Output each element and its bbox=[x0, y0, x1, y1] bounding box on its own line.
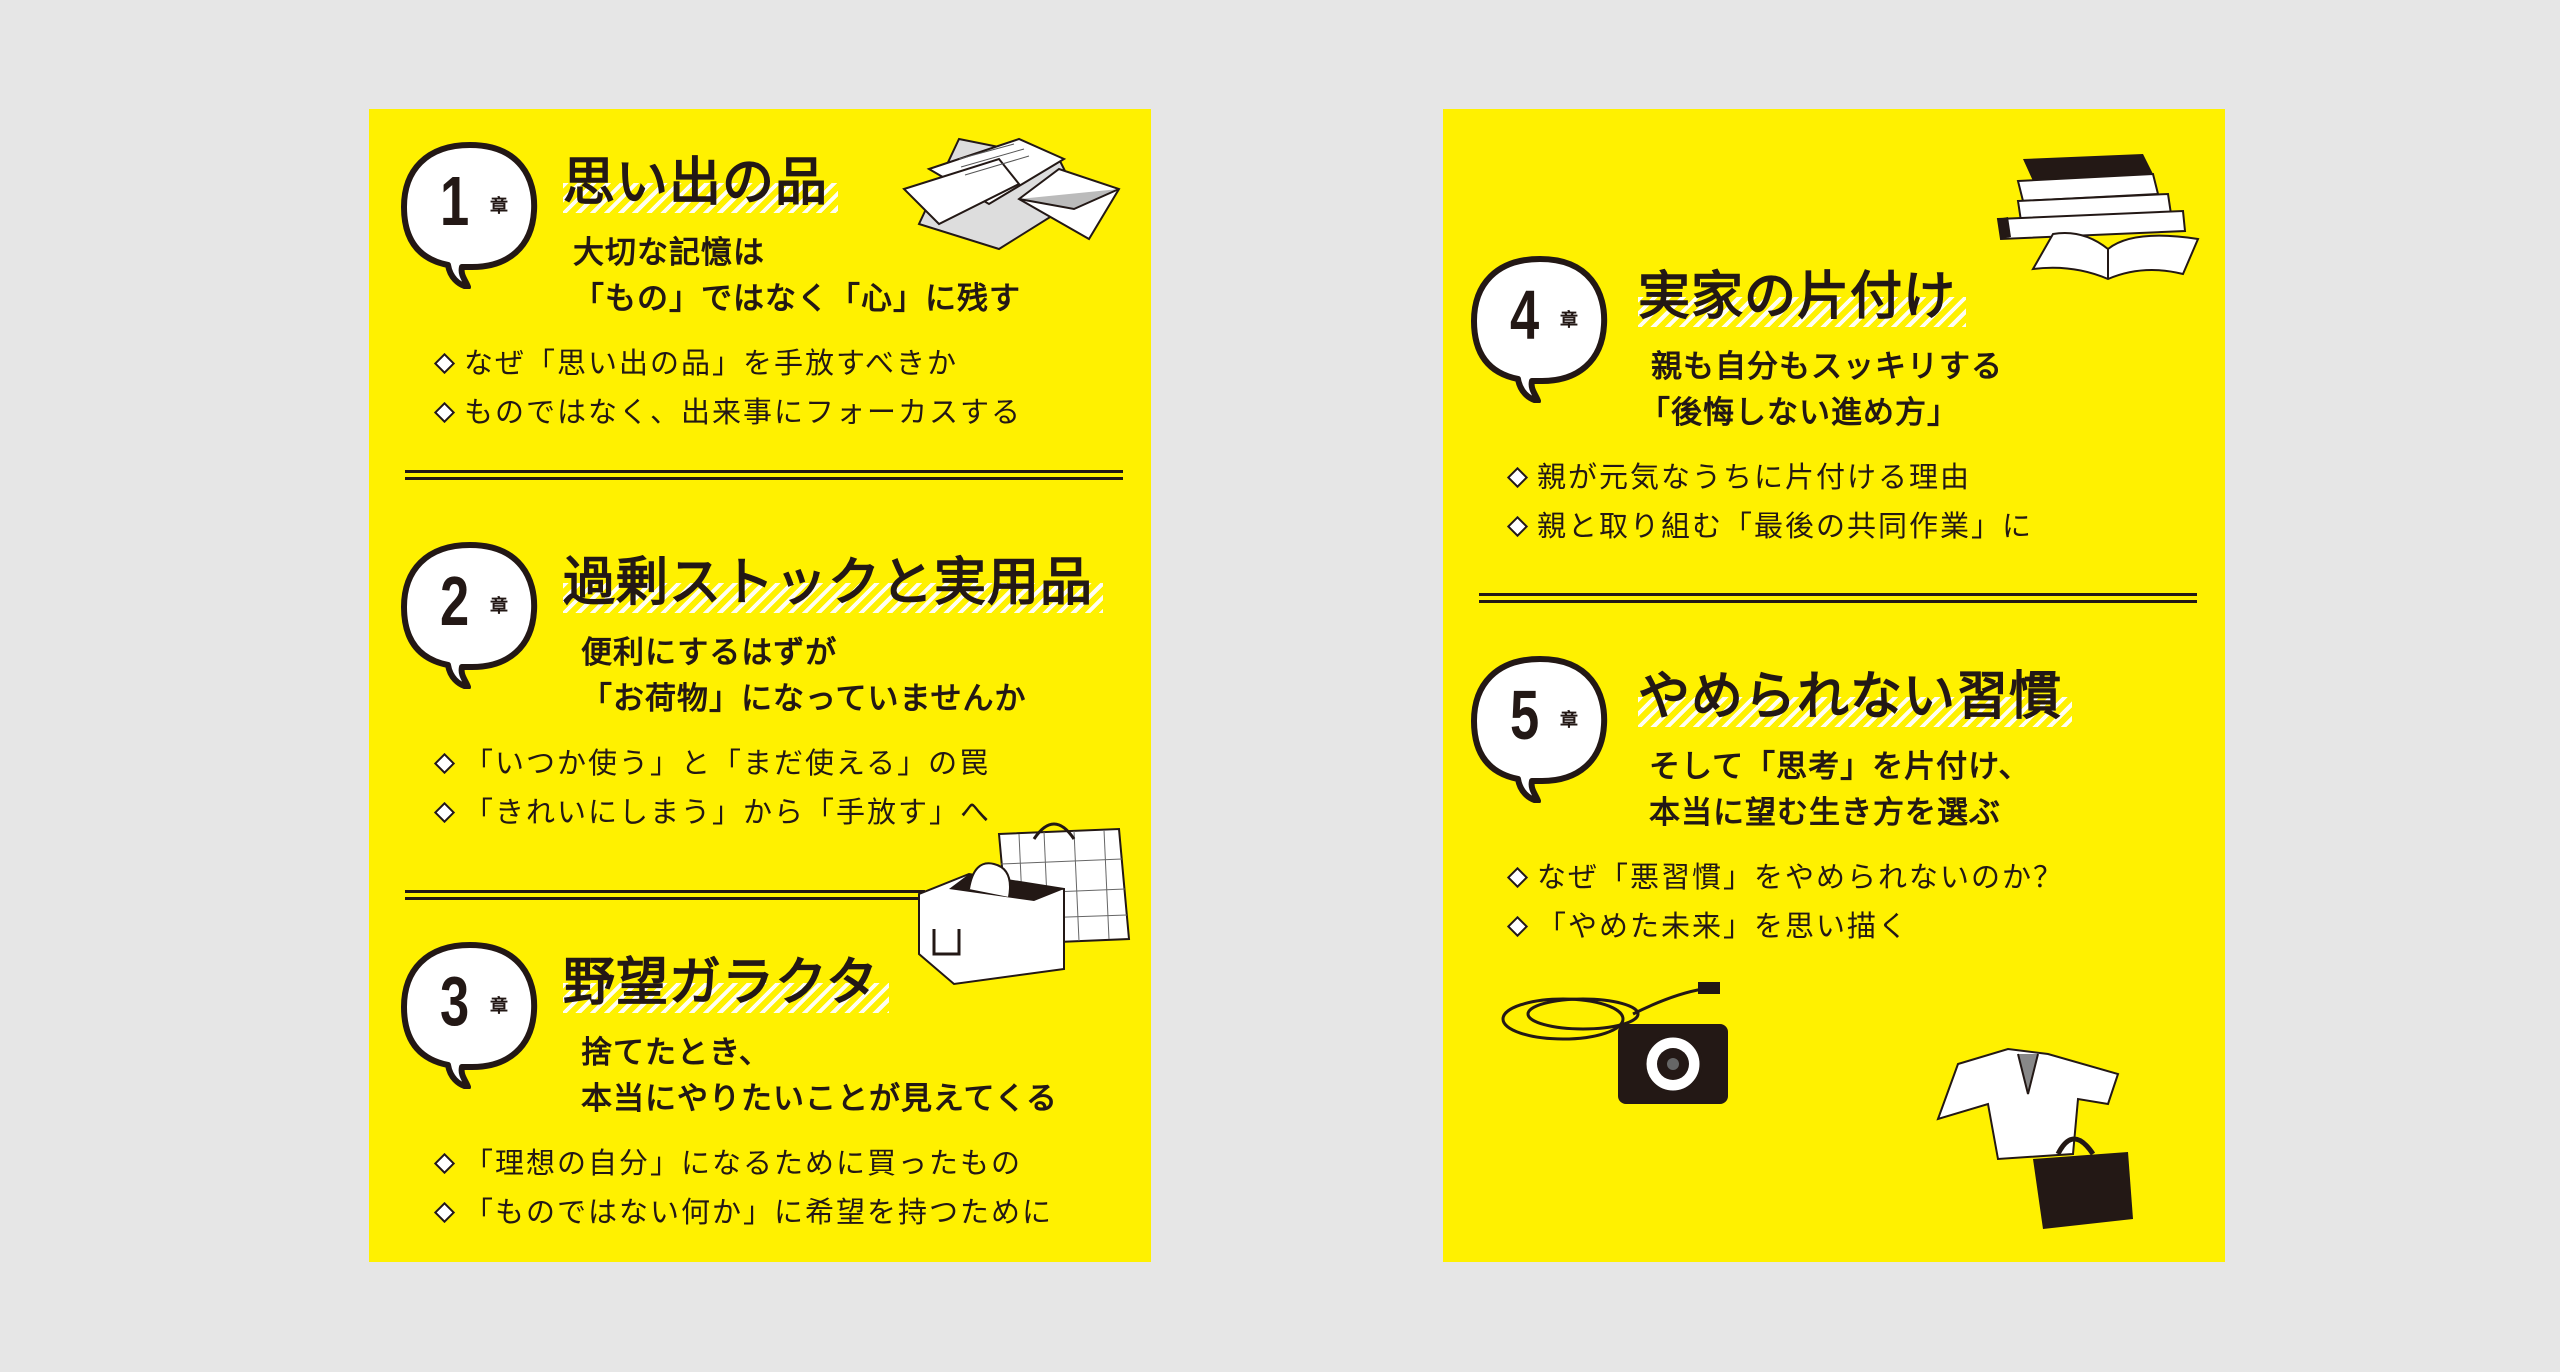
list-item-text: 「きれいにしまう」から「手放す」へ bbox=[464, 795, 992, 829]
subtitle-line: 親も自分もスッキリする bbox=[1651, 349, 2003, 385]
chapter-number: 5 bbox=[1510, 676, 1540, 754]
chapter-subtitle: 捨てたとき、本当にやりたいことが見えてくる bbox=[581, 1030, 1058, 1122]
speech-bubble-icon bbox=[401, 942, 538, 1089]
chapter-number: 4 bbox=[1510, 276, 1540, 354]
boxes-bags-illustration bbox=[918, 822, 1131, 986]
chapter-suffix: 章 bbox=[490, 996, 508, 1017]
subtitle-line: そして「思考」を片付け、 bbox=[1649, 749, 2031, 785]
shirt-handbag-illustration bbox=[1936, 1047, 2133, 1229]
letters-envelope-illustration bbox=[902, 137, 1121, 251]
subtitle-line: 捨てたとき、 bbox=[581, 1035, 771, 1071]
list-item-text: なぜ「思い出の品」を手放すべきか bbox=[464, 346, 958, 380]
divider bbox=[1479, 593, 2197, 603]
subtitle-line: 「後悔しない進め方」 bbox=[1639, 395, 1959, 431]
list-item: なぜ「思い出の品」を手放すべきか bbox=[433, 339, 1022, 388]
subtitle-line: 本当にやりたいことが見えてくる bbox=[581, 1081, 1058, 1117]
list-item: 親と取り組む「最後の共同作業」に bbox=[1506, 502, 2033, 551]
speech-bubble-icon bbox=[401, 142, 538, 289]
chapter-title: 過剰ストックと実用品 bbox=[563, 553, 1104, 613]
list-item: 「いつか使う」と「まだ使える」の罠 bbox=[433, 739, 991, 788]
chapter-number: 1 bbox=[440, 162, 470, 240]
diamond-bullet-icon bbox=[433, 401, 456, 424]
speech-bubble-icon bbox=[401, 542, 538, 689]
subtitle-line: 便利にするはずが bbox=[581, 635, 838, 671]
chapter-title: 実家の片付け bbox=[1638, 267, 1967, 327]
diamond-bullet-icon bbox=[1506, 515, 1529, 538]
diamond-bullet-icon bbox=[433, 801, 456, 824]
divider bbox=[405, 470, 1123, 480]
subtitle-line: 大切な記憶は bbox=[573, 235, 765, 271]
list-item: 「きれいにしまう」から「手放す」へ bbox=[433, 788, 991, 837]
chapter-suffix: 章 bbox=[490, 596, 508, 617]
list-item: ものではなく、出来事にフォーカスする bbox=[433, 388, 1022, 437]
list-item-text: 「いつか使う」と「まだ使える」の罠 bbox=[464, 746, 991, 780]
list-item-text: 「やめた未来」を思い描く bbox=[1537, 909, 1910, 943]
chapter-title: 野望ガラクタ bbox=[563, 953, 889, 1013]
diamond-bullet-icon bbox=[433, 352, 456, 375]
list-item: 親が元気なうちに片付ける理由 bbox=[1506, 453, 2033, 502]
subtitle-line: 「もの」ではなく「心」に残す bbox=[573, 281, 1021, 317]
list-item-text: 「理想の自分」になるために買ったもの bbox=[464, 1146, 1023, 1180]
chapter-suffix: 章 bbox=[490, 196, 508, 217]
list-item: なぜ「悪習慣」をやめられないのか？ bbox=[1506, 853, 2064, 902]
chapter-title: やめられない習慣 bbox=[1638, 667, 2073, 727]
diamond-bullet-icon bbox=[1506, 466, 1529, 489]
subtitle-line: 本当に望む生き方を選ぶ bbox=[1649, 795, 2001, 831]
list-item: 「やめた未来」を思い描く bbox=[1506, 902, 2064, 951]
bullet-list: 親が元気なうちに片付ける理由 親と取り組む「最後の共同作業」に bbox=[1506, 453, 2033, 551]
books-illustration bbox=[1996, 154, 2200, 281]
chapter-number: 2 bbox=[440, 562, 470, 640]
diamond-bullet-icon bbox=[433, 1152, 456, 1175]
diamond-bullet-icon bbox=[1506, 866, 1529, 889]
speech-bubble-icon bbox=[1471, 656, 1608, 803]
list-item-text: 親が元気なうちに片付ける理由 bbox=[1537, 460, 1972, 494]
bullet-list: 「理想の自分」になるために買ったもの 「ものではない何か」に希望を持つために bbox=[433, 1139, 1053, 1237]
camera-cable-illustration bbox=[1501, 982, 1728, 1104]
chapter-title: 思い出の品 bbox=[563, 153, 839, 213]
chapter-subtitle: 親も自分もスッキリする「後悔しない進め方」 bbox=[1639, 344, 2003, 436]
chapter-subtitle: 便利にするはずが「お荷物」になっていませんか bbox=[581, 630, 1027, 722]
bullet-list: 「いつか使う」と「まだ使える」の罠 「きれいにしまう」から「手放す」へ bbox=[433, 739, 991, 837]
chapter-suffix: 章 bbox=[1560, 710, 1578, 731]
list-item-text: ものではなく、出来事にフォーカスする bbox=[464, 395, 1023, 429]
list-item-text: 親と取り組む「最後の共同作業」に bbox=[1537, 509, 2034, 543]
diamond-bullet-icon bbox=[433, 752, 456, 775]
divider bbox=[405, 890, 925, 900]
subtitle-line: 「お荷物」になっていませんか bbox=[581, 681, 1027, 717]
chapter-suffix: 章 bbox=[1560, 310, 1578, 331]
list-item: 「理想の自分」になるために買ったもの bbox=[433, 1139, 1053, 1188]
bullet-list: なぜ「悪習慣」をやめられないのか？ 「やめた未来」を思い描く bbox=[1506, 853, 2064, 951]
list-item: 「ものではない何か」に希望を持つために bbox=[433, 1188, 1053, 1237]
chapter-number: 3 bbox=[440, 962, 470, 1040]
list-item-text: 「ものではない何か」に希望を持つために bbox=[464, 1195, 1054, 1229]
list-item-text: なぜ「悪習慣」をやめられないのか？ bbox=[1537, 860, 2065, 894]
bullet-list: なぜ「思い出の品」を手放すべきか ものではなく、出来事にフォーカスする bbox=[433, 339, 1022, 437]
chapter-subtitle: 大切な記憶は「もの」ではなく「心」に残す bbox=[573, 230, 1021, 322]
diamond-bullet-icon bbox=[433, 1201, 456, 1224]
speech-bubble-icon bbox=[1471, 256, 1608, 403]
diamond-bullet-icon bbox=[1506, 915, 1529, 938]
chapter-subtitle: そして「思考」を片付け、本当に望む生き方を選ぶ bbox=[1649, 744, 2031, 836]
